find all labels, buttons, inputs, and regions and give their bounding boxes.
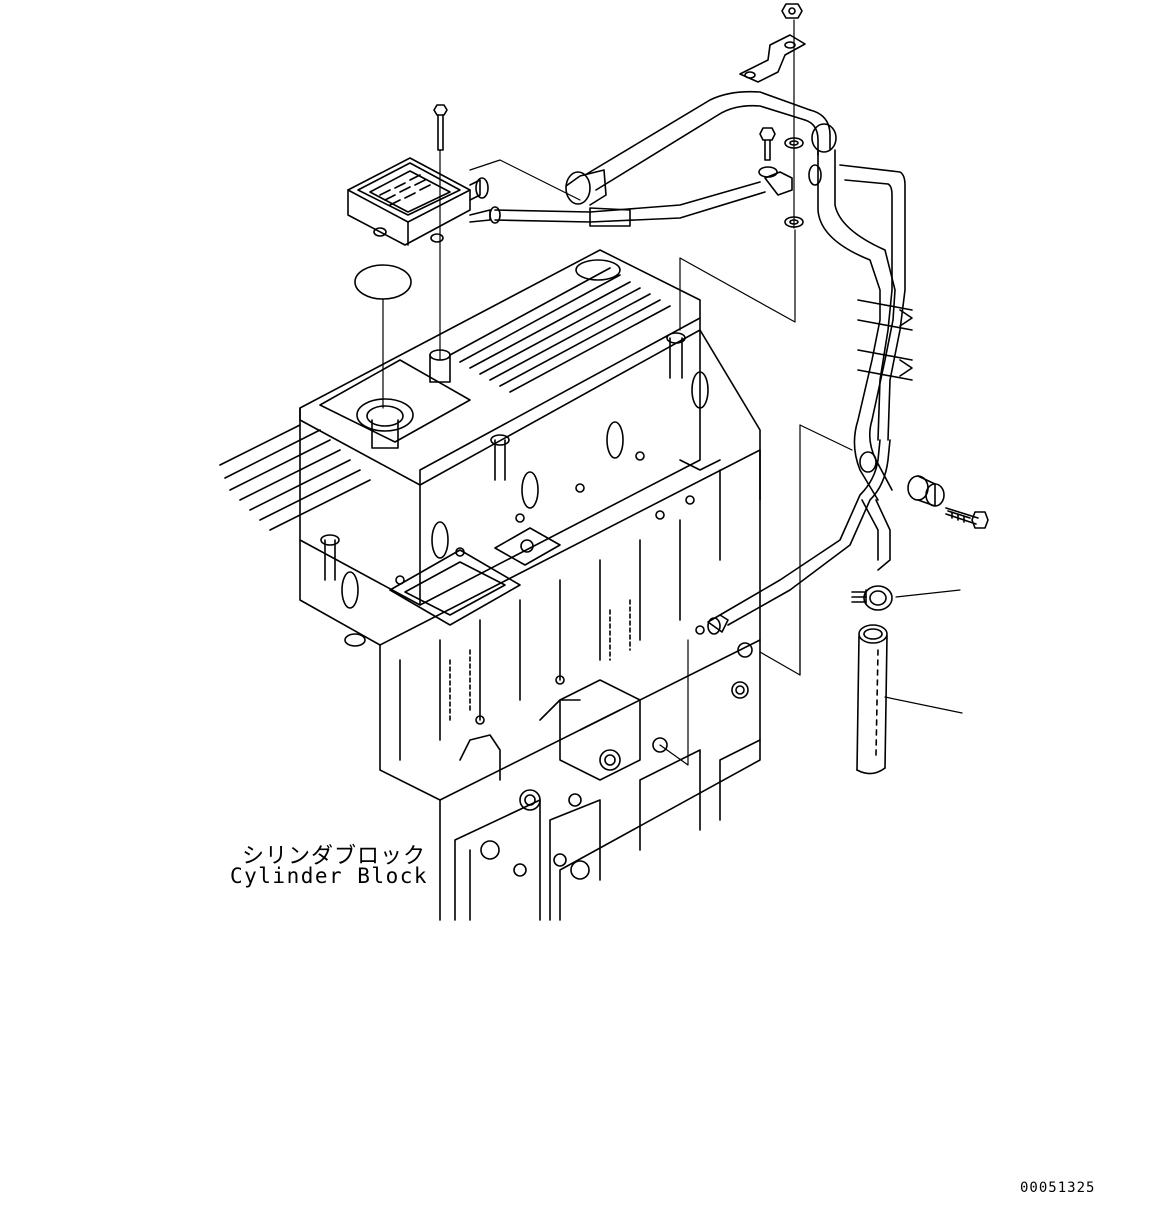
cylinder-block-label-ja: シリンダブロック — [242, 844, 427, 869]
bolt-icon — [433, 104, 448, 361]
breather-hose-icon — [565, 90, 913, 626]
hose-clamp-icon — [707, 614, 729, 635]
nut-icon — [781, 3, 803, 19]
hose-clamp-icon — [851, 585, 893, 611]
bracket-icon — [739, 19, 806, 229]
gasket-icon — [354, 264, 412, 409]
breather-hose-icon — [856, 624, 888, 775]
washer-icon — [758, 137, 804, 228]
leader-lines — [469, 159, 963, 766]
breather-separator-icon — [347, 157, 501, 246]
cylinder-block-icon — [219, 249, 761, 921]
figure-number: 00051325 — [1020, 1180, 1096, 1196]
bolt-icon — [759, 127, 776, 161]
bolt-icon — [945, 507, 989, 529]
spacer-icon — [907, 475, 945, 507]
tube-icon — [494, 164, 822, 227]
cylinder-block-label-en: Cylinder Block — [230, 864, 429, 888]
